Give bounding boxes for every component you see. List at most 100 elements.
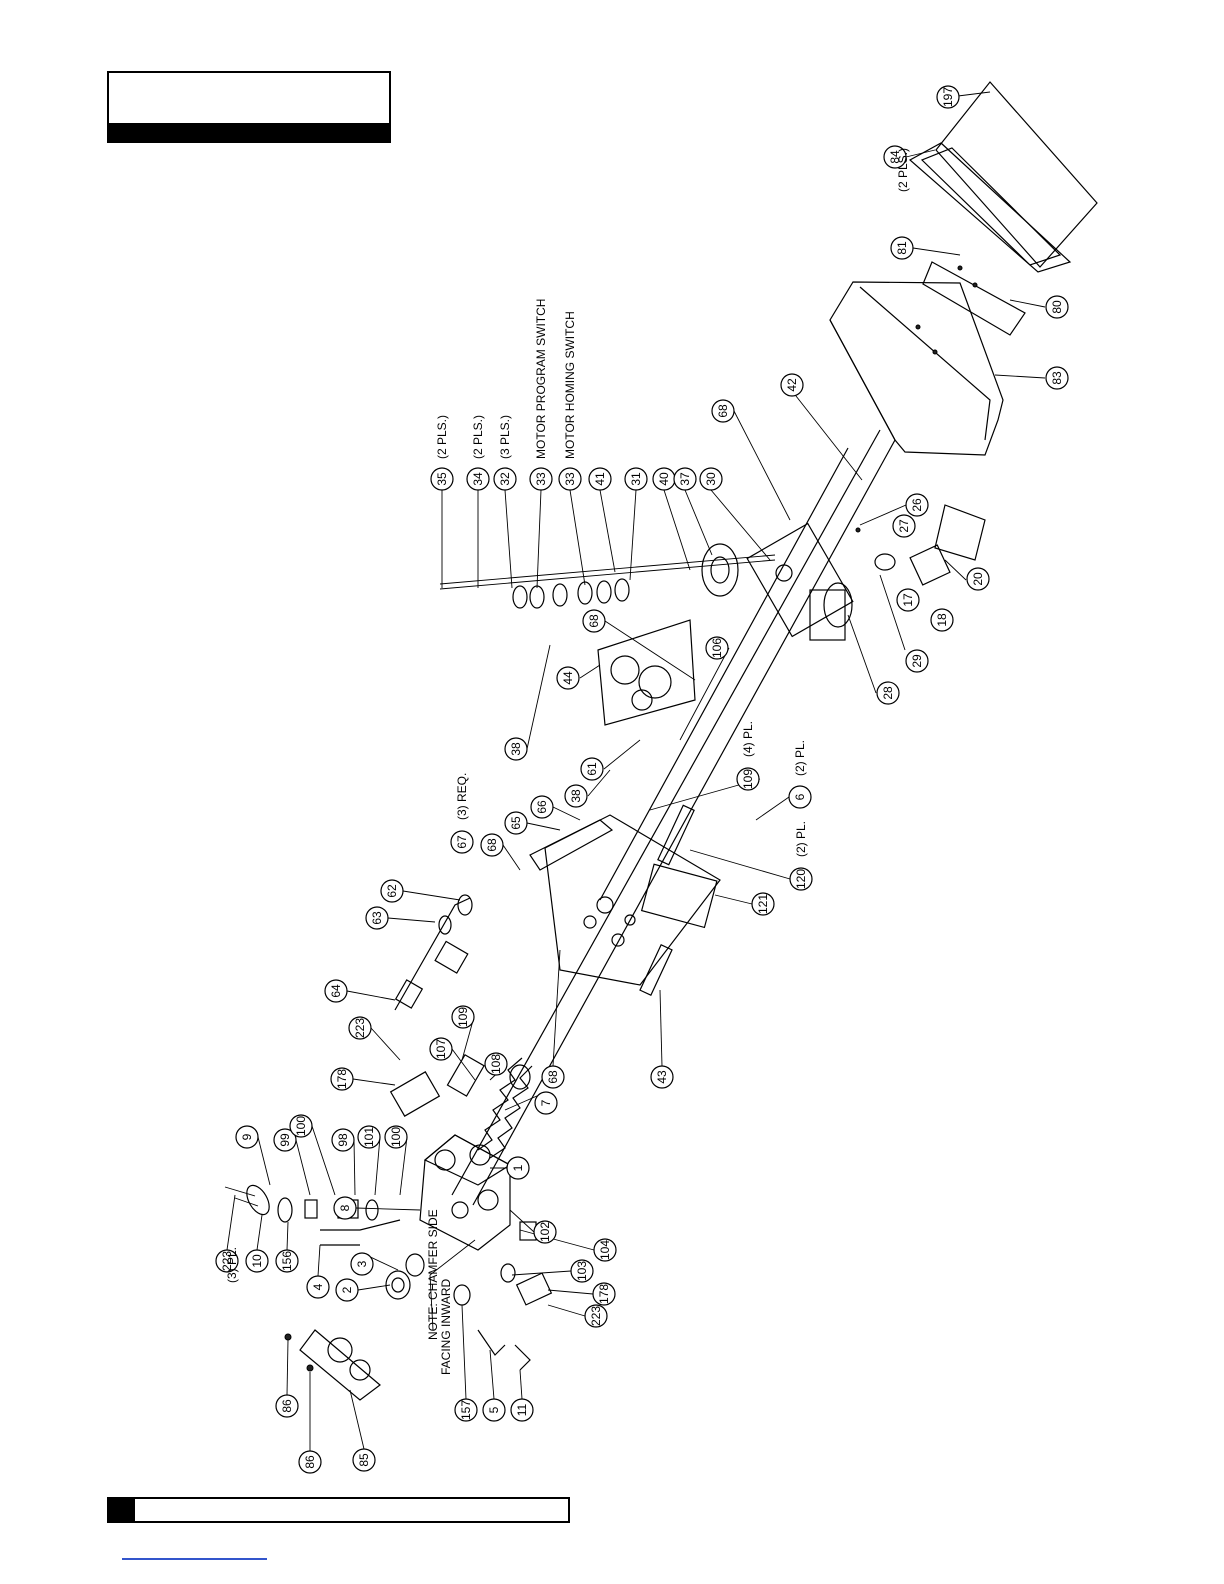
callout-label: 68 bbox=[546, 1070, 560, 1084]
callout-178: 178 bbox=[330, 1067, 354, 1091]
callout-37: 37 bbox=[673, 467, 697, 491]
callout-label: 108 bbox=[489, 1054, 503, 1074]
note-text: (3) PL. bbox=[225, 1247, 239, 1283]
callout-label: 29 bbox=[910, 654, 924, 668]
callout-44: 44 bbox=[556, 666, 580, 690]
header-bar bbox=[109, 123, 389, 141]
callout-label: 157 bbox=[459, 1400, 473, 1420]
callout-68: 68 bbox=[582, 609, 606, 633]
cams-and-switches bbox=[512, 578, 630, 609]
callout-label: 1 bbox=[511, 1164, 525, 1171]
callout-42: 42 bbox=[780, 373, 804, 397]
callout-178: 178 bbox=[592, 1282, 616, 1306]
note-text: (2 PLS.) bbox=[896, 148, 910, 192]
note-label: MOTOR PROGRAM SWITCH bbox=[534, 299, 548, 459]
callout-68: 68 bbox=[711, 399, 735, 423]
callout-label: 100 bbox=[294, 1116, 308, 1136]
callout-34: 34 bbox=[466, 467, 490, 491]
callout-18: 18 bbox=[930, 608, 954, 632]
callout-label: 9 bbox=[240, 1133, 254, 1140]
callout-label: 67 bbox=[455, 835, 469, 849]
note-label: (2 PLS.) bbox=[435, 415, 449, 459]
callout-38: 38 bbox=[564, 784, 588, 808]
motor-assembly bbox=[439, 522, 854, 641]
note-text: (4) PL. bbox=[741, 721, 755, 757]
callout-label: 83 bbox=[1050, 371, 1064, 385]
callout-65: 65 bbox=[504, 811, 528, 835]
callout-label: 40 bbox=[657, 472, 671, 486]
callout-label: 42 bbox=[785, 378, 799, 392]
callout-label: 99 bbox=[278, 1133, 292, 1147]
callout-35: 35 bbox=[430, 467, 454, 491]
callout-100: 100 bbox=[384, 1125, 408, 1149]
callout-29: 29 bbox=[905, 649, 929, 673]
note-label: (3) REQ. bbox=[455, 773, 469, 820]
note-text: FACING INWARD bbox=[439, 1278, 453, 1375]
callout-label: 41 bbox=[593, 472, 607, 486]
callout-38: 38 bbox=[504, 737, 528, 761]
callout-label: 101 bbox=[362, 1127, 376, 1147]
callout-label: 27 bbox=[897, 519, 911, 533]
callout-label: 63 bbox=[370, 911, 384, 925]
footer-box bbox=[107, 1497, 570, 1523]
callout-10: 10 bbox=[245, 1249, 269, 1273]
callout-label: 5 bbox=[487, 1406, 501, 1413]
callout-197: 197 bbox=[936, 85, 960, 109]
note-label: (2) PL. bbox=[793, 740, 807, 776]
callout-86: 86 bbox=[275, 1394, 299, 1418]
callout-68: 68 bbox=[480, 833, 504, 857]
note-label: NOTE: CHAMFER SIDE bbox=[426, 1209, 440, 1340]
callout-11: 11 bbox=[510, 1398, 534, 1422]
note-text: (2 PLS.) bbox=[435, 415, 449, 459]
callout-108: 108 bbox=[484, 1052, 508, 1076]
note-label: (2 PLS.) bbox=[471, 415, 485, 459]
callout-label: 30 bbox=[704, 472, 718, 486]
callout-102: 102 bbox=[533, 1220, 557, 1244]
spring-and-piston bbox=[446, 1053, 533, 1159]
callout-label: 34 bbox=[471, 472, 485, 486]
note-text: MOTOR HOMING SWITCH bbox=[563, 311, 577, 459]
outlet-fittings bbox=[284, 1221, 553, 1401]
callout-20: 20 bbox=[966, 567, 990, 591]
leader-lines bbox=[226, 91, 1046, 1451]
note-label: (3 PLS.) bbox=[498, 415, 512, 459]
callout-3: 3 bbox=[350, 1252, 374, 1276]
valve-body bbox=[389, 1071, 512, 1251]
callout-label: 38 bbox=[569, 789, 583, 803]
callout-64: 64 bbox=[324, 979, 348, 1003]
callout-6: 6 bbox=[788, 785, 812, 809]
note-text: (3) REQ. bbox=[455, 773, 469, 820]
callout-99: 99 bbox=[273, 1128, 297, 1152]
callout-32: 32 bbox=[493, 467, 517, 491]
callout-157: 157 bbox=[454, 1398, 478, 1422]
note-label: FACING INWARD bbox=[439, 1278, 453, 1375]
callout-label: 43 bbox=[655, 1070, 669, 1084]
callout-121: 121 bbox=[751, 892, 775, 916]
callout-8: 8 bbox=[333, 1196, 357, 1220]
gear-plate bbox=[597, 619, 696, 726]
callout-43: 43 bbox=[650, 1065, 674, 1089]
callout-107: 107 bbox=[429, 1037, 453, 1061]
callout-label: 98 bbox=[336, 1133, 350, 1147]
note-text: (3 PLS.) bbox=[498, 415, 512, 459]
callout-62: 62 bbox=[380, 879, 404, 903]
callout-label: 81 bbox=[895, 241, 909, 255]
callout-17: 17 bbox=[896, 588, 920, 612]
power-cord bbox=[394, 894, 473, 1011]
callout-109: 109 bbox=[736, 767, 760, 791]
callout-223: 223 bbox=[215, 1249, 239, 1273]
callout-label: 35 bbox=[435, 472, 449, 486]
callout-103: 103 bbox=[570, 1259, 594, 1283]
callout-label: 28 bbox=[881, 686, 895, 700]
inlet-fittings bbox=[224, 1184, 425, 1300]
callout-label: 18 bbox=[935, 613, 949, 627]
callout-label: 2 bbox=[340, 1286, 354, 1293]
note-text: (2) PL. bbox=[793, 740, 807, 776]
callout-label: 4 bbox=[311, 1283, 325, 1290]
cover-assembly bbox=[829, 81, 1098, 456]
callout-label: 121 bbox=[756, 894, 770, 914]
callout-label: 6 bbox=[793, 793, 807, 800]
callout-26: 26 bbox=[905, 493, 929, 517]
callout-label: 107 bbox=[434, 1039, 448, 1059]
